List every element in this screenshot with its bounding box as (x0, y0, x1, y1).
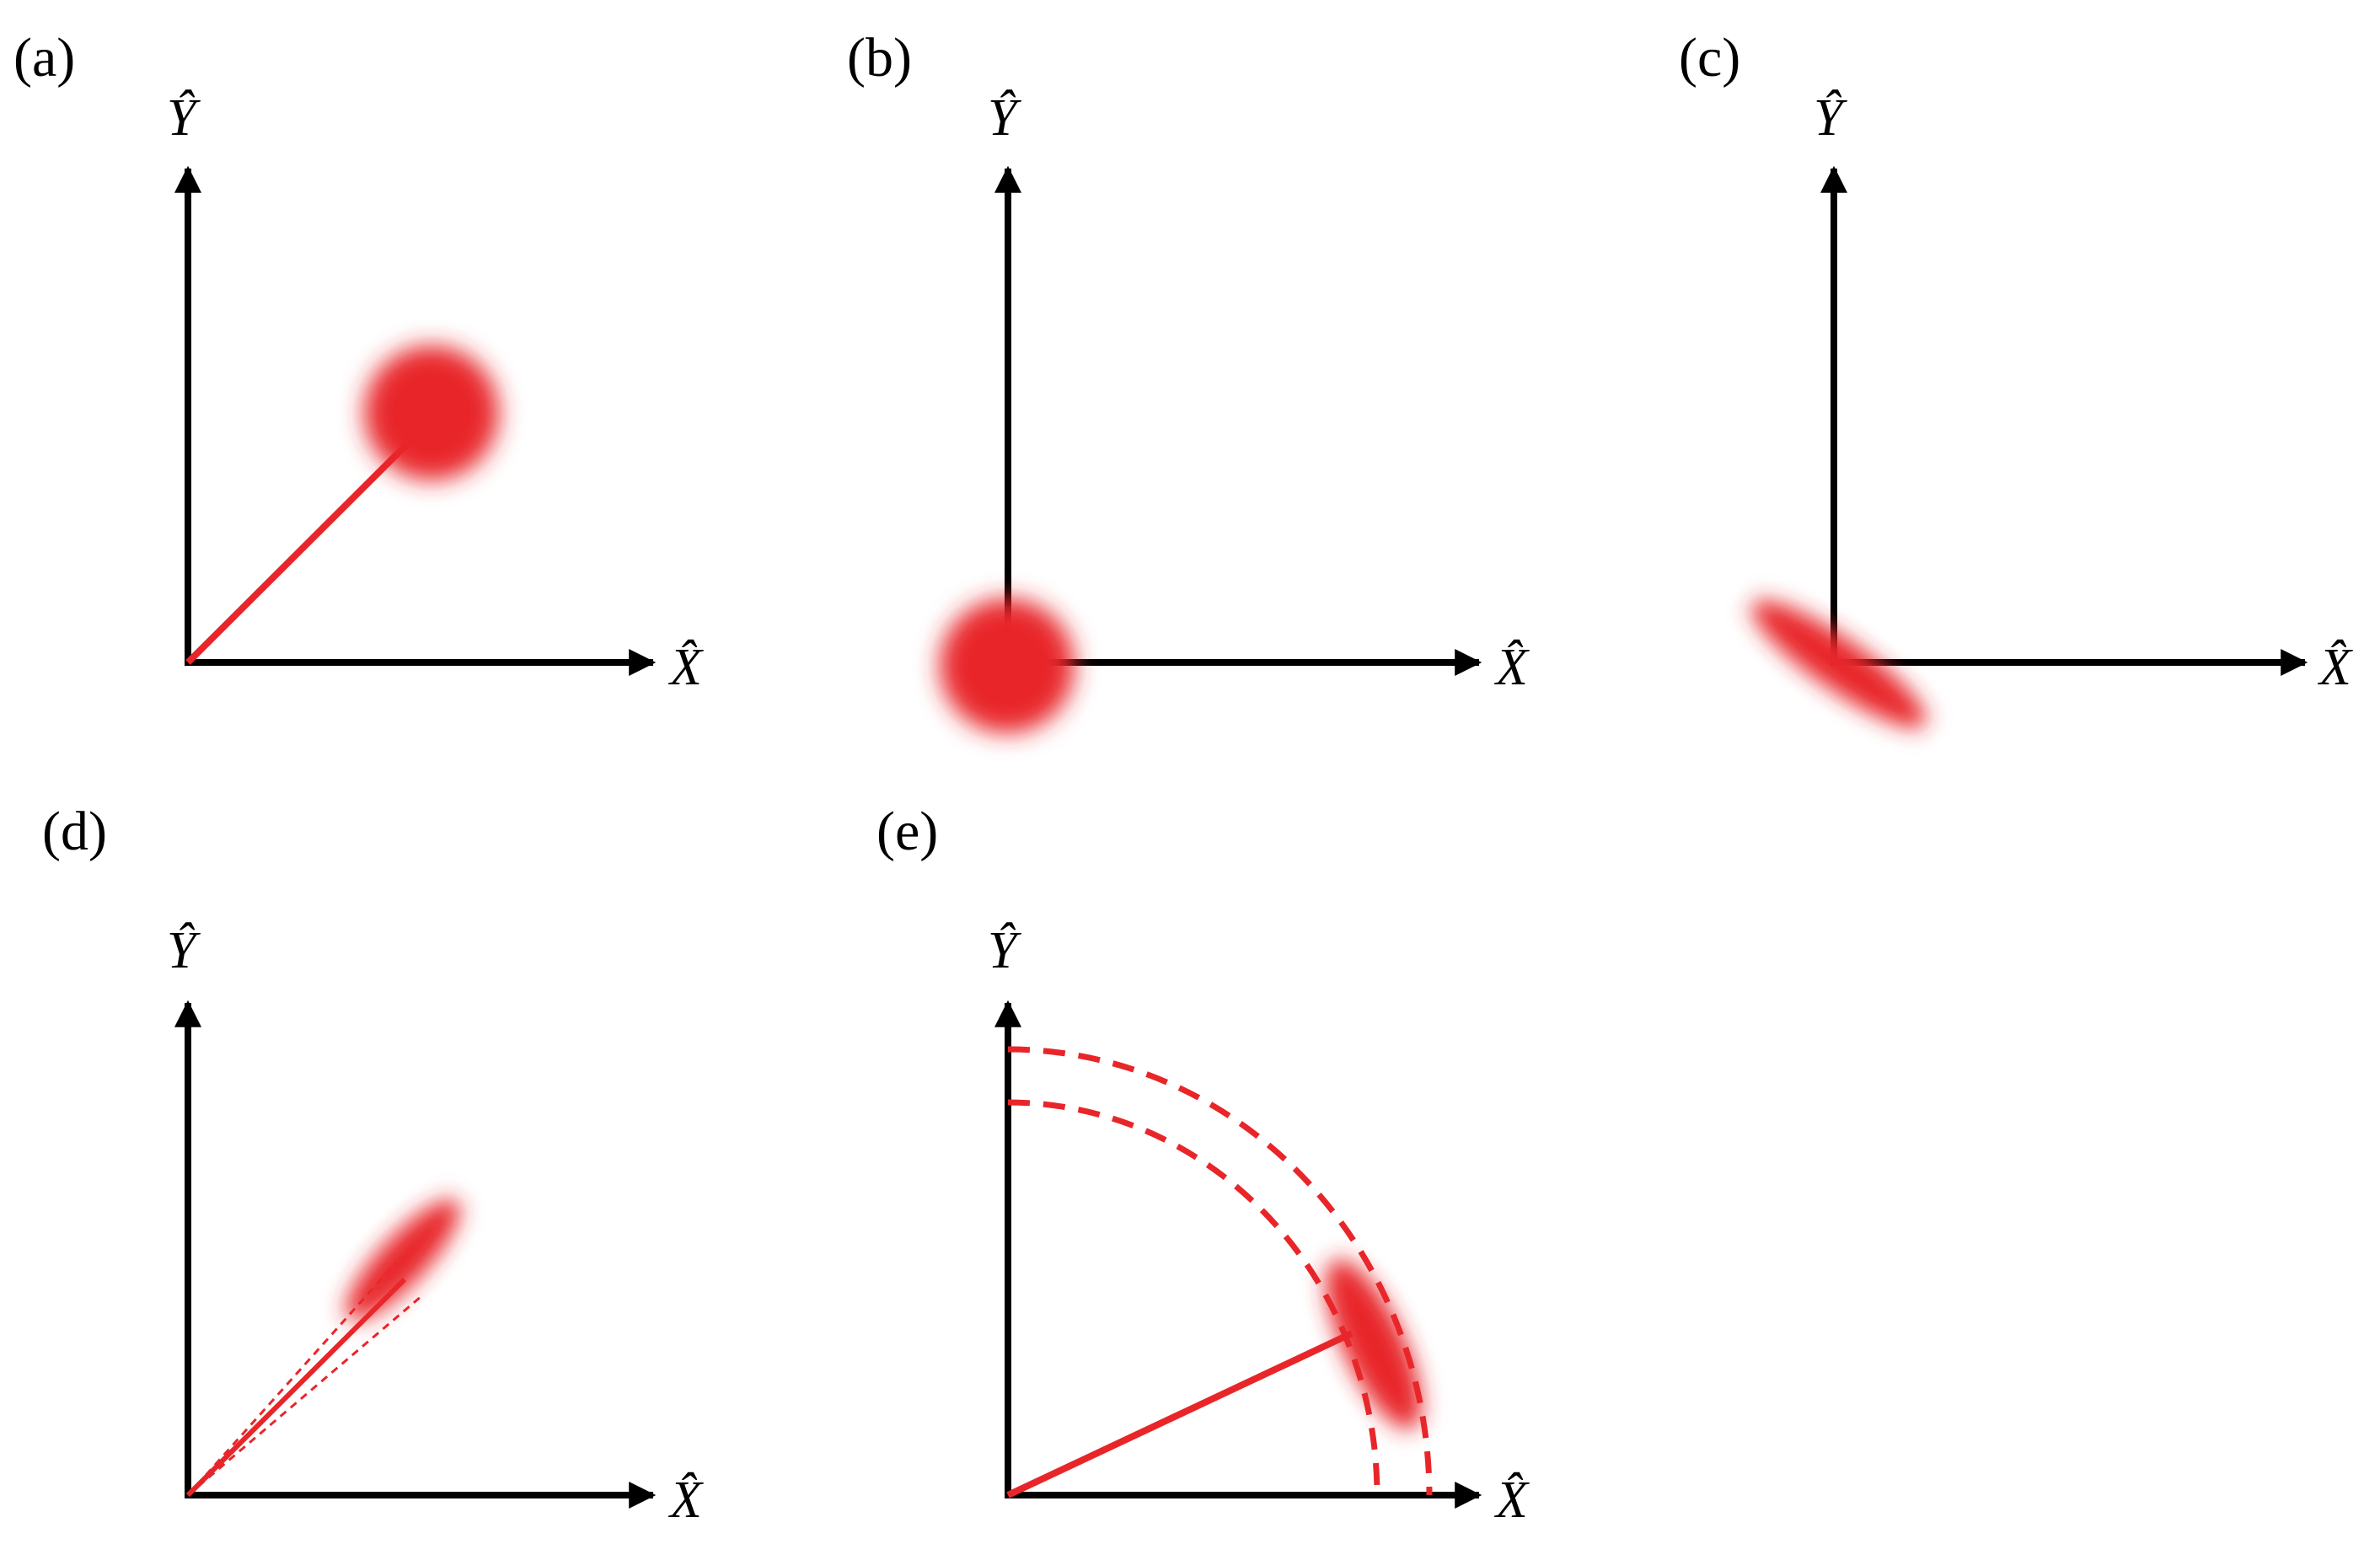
x-axis-label-c: X̂ (2317, 639, 2353, 696)
panel-a: (a) Ŷ X̂ (13, 27, 704, 696)
y-axis-label-a: Ŷ (167, 89, 201, 147)
panel-d: (d) Ŷ X̂ (42, 801, 704, 1529)
noise-circle-a (364, 346, 499, 480)
x-axis-label-a: X̂ (667, 639, 704, 696)
panel-c: (c) Ŷ X̂ (1679, 27, 2353, 728)
amplitude-boundary-inner-e (1007, 1099, 1380, 1496)
squeezed-ellipse-d (346, 1198, 460, 1322)
noise-circle-b (940, 598, 1075, 733)
phase-boundary-lower-d (187, 1295, 422, 1497)
x-axis-label-e: X̂ (1493, 1472, 1530, 1529)
panel-e: (e) Ŷ X̂ (876, 801, 1530, 1529)
squeezed-ellipse-e (1326, 1259, 1422, 1429)
amplitude-boundary-outer-e (1007, 1046, 1433, 1496)
y-axis-label-e: Ŷ (988, 922, 1021, 979)
panel-label-d: (d) (42, 801, 107, 862)
y-axis-label-b: Ŷ (988, 89, 1021, 147)
panel-b: (b) Ŷ X̂ (847, 27, 1530, 733)
amplitude-vector-a (185, 427, 424, 665)
x-axis-label-d: X̂ (667, 1472, 704, 1529)
panel-label-a: (a) (13, 27, 75, 88)
y-axis-label-d: Ŷ (167, 922, 201, 979)
y-axis-label-c: Ŷ (1814, 89, 1847, 147)
panel-label-c: (c) (1679, 27, 1740, 88)
panel-label-e: (e) (876, 801, 938, 862)
panel-label-b: (b) (847, 27, 912, 88)
x-axis-label-b: X̂ (1493, 639, 1530, 696)
amplitude-vector-e (1006, 1330, 1353, 1498)
squeezed-ellipse-c (1751, 600, 1927, 728)
